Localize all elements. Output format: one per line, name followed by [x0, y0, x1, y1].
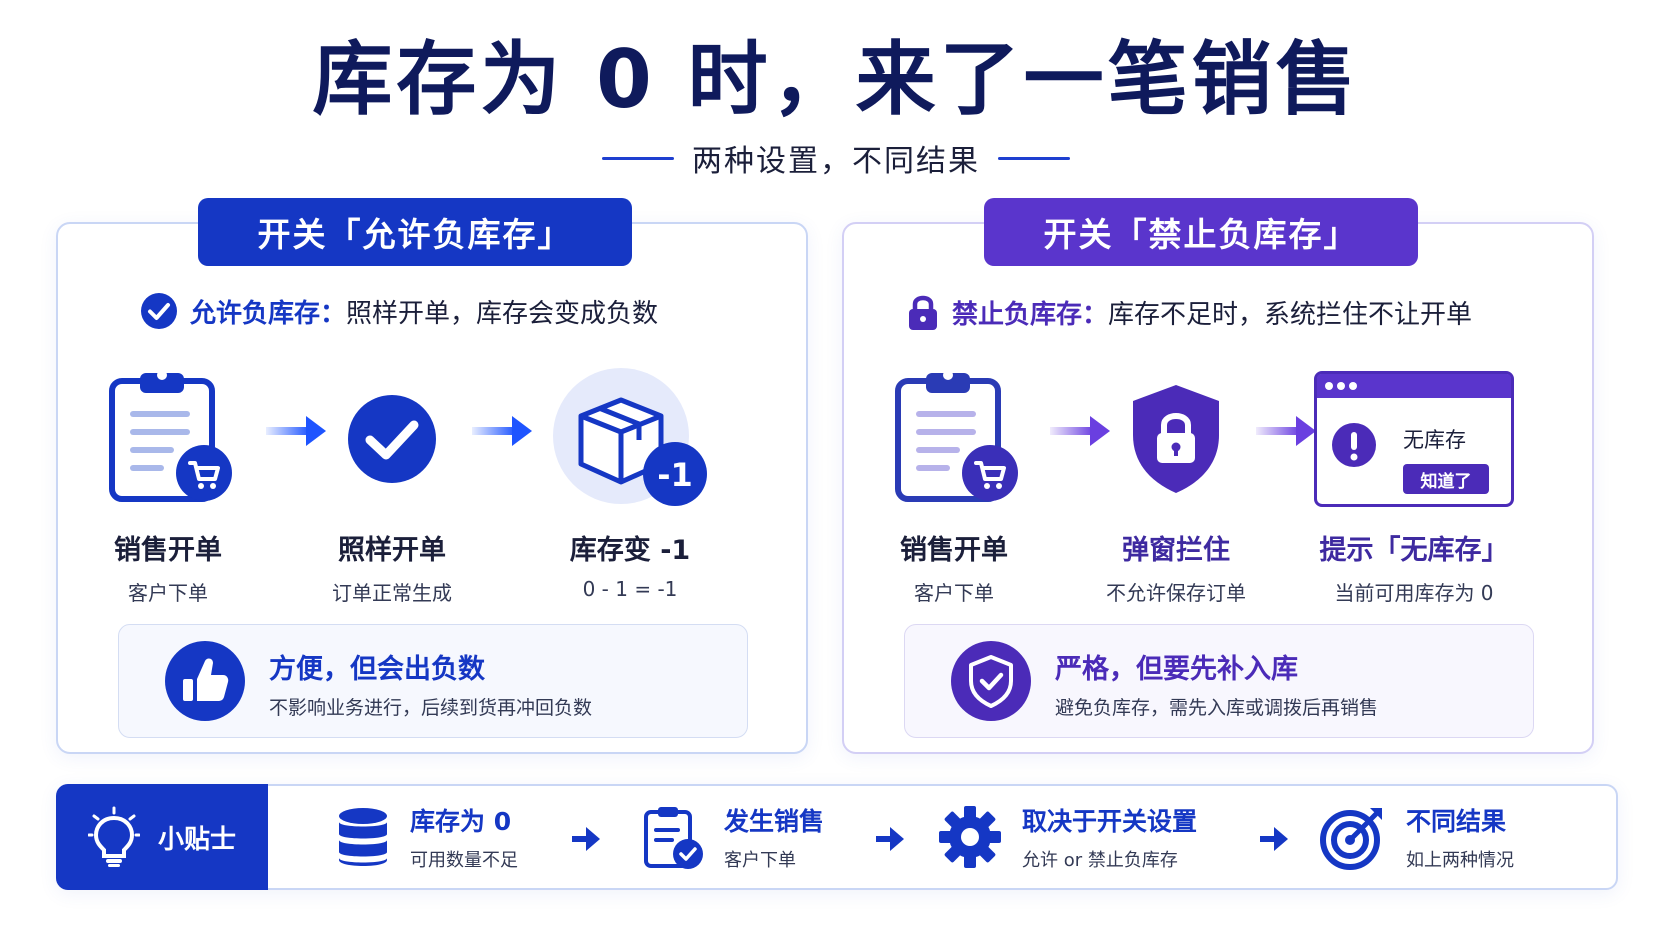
step-sales-order: 销售开单 客户下单 [58, 364, 278, 606]
tip-item: 不同结果 如上两种情况 [1320, 802, 1514, 872]
allow-negative-desc-text: 照样开单，库存会变成负数 [346, 298, 659, 329]
lock-icon [909, 295, 937, 330]
arrow-right-icon [572, 827, 600, 851]
step-sub: 客户下单 [128, 581, 208, 605]
lightbulb-icon [87, 806, 140, 867]
step-order-created: 照样开单 订单正常生成 [282, 364, 502, 606]
step-sub: 不允许保存订单 [1106, 581, 1246, 605]
step-label: 销售开单 [114, 535, 222, 566]
summary-title: 严格，但要先补入库 [1055, 654, 1298, 685]
allow-negative-tab: 开关「允许负库存」 [198, 198, 632, 266]
shield-lock-icon [1133, 385, 1219, 493]
forbid-negative-summary: 严格，但要先补入库 避免负库存，需先入库或调拨后再销售 [904, 624, 1534, 738]
subtitle-line-right [998, 156, 1070, 160]
forbid-negative-tab: 开关「禁止负库存」 [984, 198, 1418, 266]
tip-sub: 可用数量不足 [410, 850, 518, 871]
forbid-negative-desc-strong: 禁止负库存： [952, 299, 1109, 330]
check-circle-icon [141, 293, 177, 329]
step-label: 照样开单 [338, 535, 446, 566]
step-label: 提示「无库存」 [1319, 535, 1509, 566]
tip-title: 库存为 0 [410, 807, 512, 836]
tip-item: 发生销售 客户下单 [642, 802, 824, 872]
gear-icon [939, 806, 1001, 868]
database-icon [339, 808, 387, 866]
step-popup-blocked: 弹窗拦住 不允许保存订单 [1066, 364, 1286, 606]
clipboard-check-icon [644, 807, 703, 869]
step-sub: 订单正常生成 [332, 581, 452, 605]
tip-item: 取决于开关设置 允许 or 禁止负库存 [938, 802, 1197, 872]
tip-sub: 如上两种情况 [1406, 850, 1514, 871]
summary-title: 方便，但会出负数 [269, 654, 485, 685]
step-stock-minus: -1 库存变 -1 0 - 1 = -1 [520, 364, 740, 601]
summary-text: 避免负库存，需先入库或调拨后再销售 [1055, 697, 1379, 719]
tip-item: 库存为 0 可用数量不足 [336, 802, 518, 872]
step-label: 库存变 -1 [569, 535, 691, 566]
exclamation-icon [1332, 423, 1376, 467]
page-subtitle: 两种设置，不同结果 [692, 144, 980, 179]
allow-negative-desc-strong: 允许负库存： [190, 298, 347, 329]
step-label: 销售开单 [900, 535, 1008, 566]
allow-negative-summary: 方便，但会出负数 不影响业务进行，后续到货再冲回负数 [118, 624, 748, 738]
minus-one-badge: -1 [657, 456, 693, 494]
forbid-negative-desc: 禁止负库存：库存不足时，系统拦住不让开单 [906, 292, 1472, 332]
step-sub: 客户下单 [914, 581, 994, 605]
forbid-negative-panel: 开关「禁止负库存」 禁止负库存：库存不足时，系统拦住不让开单 [842, 198, 1594, 754]
subtitle-row: 两种设置，不同结果 [0, 136, 1672, 180]
thumbs-up-icon [165, 641, 245, 721]
dialog-ok-button[interactable]: 知道了 [1403, 464, 1489, 494]
dialog-titlebar [1317, 374, 1511, 398]
arrow-right-icon [1256, 416, 1316, 446]
clipboard-cart-icon [109, 370, 232, 502]
summary-text: 不影响业务进行，后续到货再冲回负数 [269, 697, 593, 719]
subtitle-line-left [602, 156, 674, 160]
tips-label: 小贴士 [157, 824, 236, 855]
tips-bar: 小贴士 库存为 0 可用数量不足 发生销售 客户下单 [56, 784, 1618, 890]
clipboard-cart-icon [895, 370, 1018, 502]
no-stock-dialog: 无库存 知道了 [1314, 371, 1514, 507]
tip-title: 不同结果 [1406, 807, 1507, 836]
arrow-right-icon [876, 827, 904, 851]
step-sub: 当前可用库存为 0 [1334, 581, 1494, 605]
step-no-stock-prompt: 无库存 知道了 提示「无库存」 当前可用库存为 0 [1294, 364, 1534, 606]
arrow-right-icon [472, 416, 532, 446]
page-title: 库存为 0 时，来了一笔销售 [312, 33, 1360, 126]
arrow-right-icon [266, 416, 326, 446]
allow-negative-desc: 允许负库存：照样开单，库存会变成负数 [140, 292, 658, 330]
shield-check-icon [951, 641, 1031, 721]
tip-title: 取决于开关设置 [1022, 807, 1198, 836]
forbid-negative-desc-text: 库存不足时，系统拦住不让开单 [1108, 299, 1473, 330]
tips-header: 小贴士 [56, 784, 268, 890]
step-sales-order: 销售开单 客户下单 [844, 364, 1064, 606]
arrow-right-icon [1050, 416, 1110, 446]
tip-sub: 允许 or 禁止负库存 [1022, 850, 1178, 871]
box-minus-icon: -1 [553, 368, 707, 506]
target-icon [1320, 808, 1382, 870]
tip-sub: 客户下单 [724, 850, 796, 871]
arrow-right-icon [1260, 827, 1288, 851]
step-sub: 0 - 1 = -1 [582, 577, 678, 601]
step-label: 弹窗拦住 [1122, 535, 1230, 566]
allow-negative-panel: 开关「允许负库存」 允许负库存：照样开单，库存会变成负数 销售 [56, 198, 808, 754]
tip-title: 发生销售 [724, 807, 825, 836]
check-circle-icon [348, 395, 436, 483]
dialog-message: 无库存 [1403, 428, 1466, 452]
